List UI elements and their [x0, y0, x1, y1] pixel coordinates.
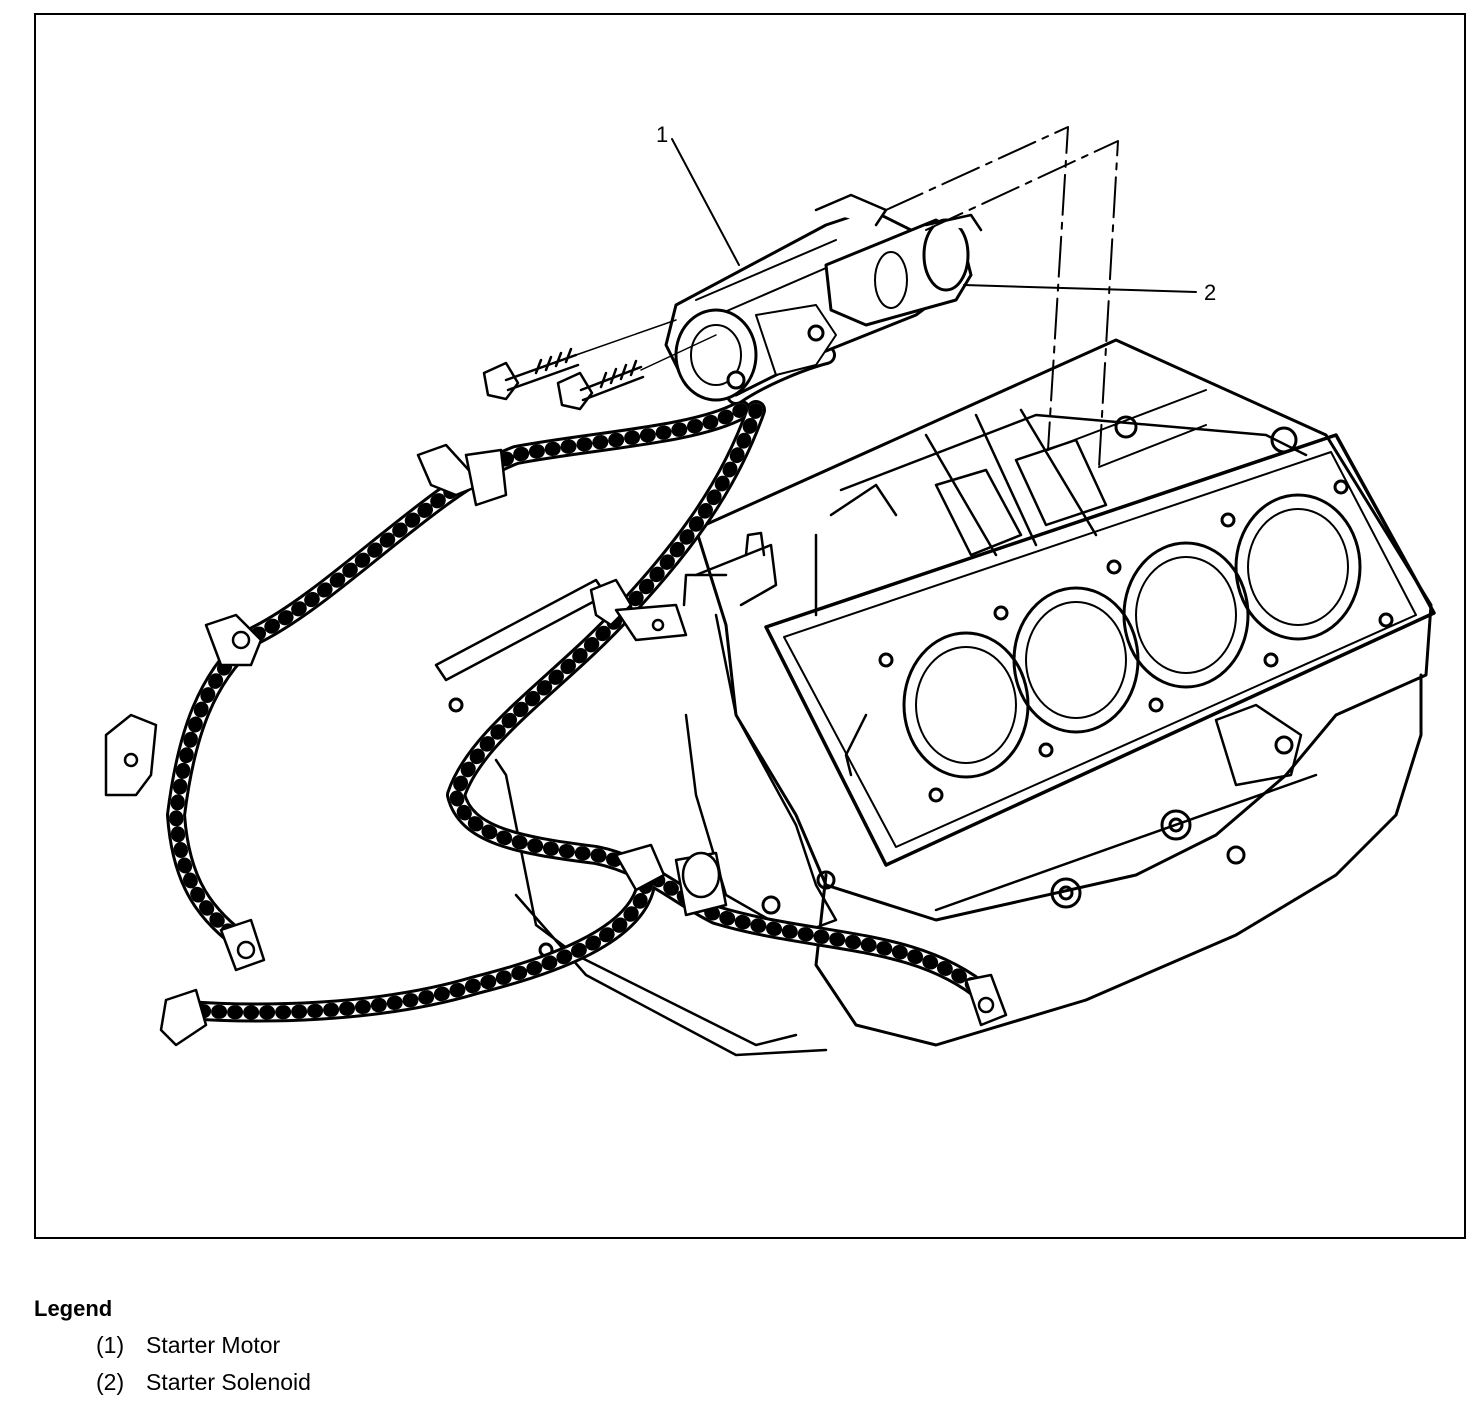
- callout-leaders: [671, 138, 1197, 293]
- legend-item: (1) Starter Motor: [96, 1332, 734, 1359]
- callout-leader-1: [671, 138, 740, 266]
- harness-clips: [104, 443, 1008, 1047]
- engine-block: [434, 338, 1436, 1057]
- legend: Legend (1) Starter Motor (2) Starter Sol…: [34, 1296, 734, 1406]
- cylinder-bore: [902, 631, 1030, 779]
- cylinder-bore: [1122, 541, 1250, 689]
- legend-item-number: (1): [96, 1332, 125, 1358]
- callout-2: 2: [1204, 280, 1216, 305]
- cylinder-bore: [1012, 586, 1140, 734]
- alignment-lines: [885, 126, 1207, 468]
- starter-bolt: [556, 334, 717, 411]
- cylinder-bore: [1234, 493, 1362, 641]
- legend-item-text: Starter Solenoid: [146, 1369, 311, 1395]
- callout-leader-2: [963, 284, 1197, 293]
- diagram-frame: 1 2: [34, 13, 1466, 1239]
- legend-title: Legend: [34, 1296, 113, 1321]
- legend-item-number: (2): [96, 1369, 125, 1395]
- callout-1: 1: [656, 122, 668, 147]
- harness-wrap-segments: [169, 403, 993, 1020]
- legend-item-text: Starter Motor: [146, 1332, 281, 1358]
- starter-installation-diagram: 1 2: [104, 122, 1436, 1057]
- legend-item: (2) Starter Solenoid: [96, 1369, 734, 1396]
- starter-bolt: [482, 319, 677, 401]
